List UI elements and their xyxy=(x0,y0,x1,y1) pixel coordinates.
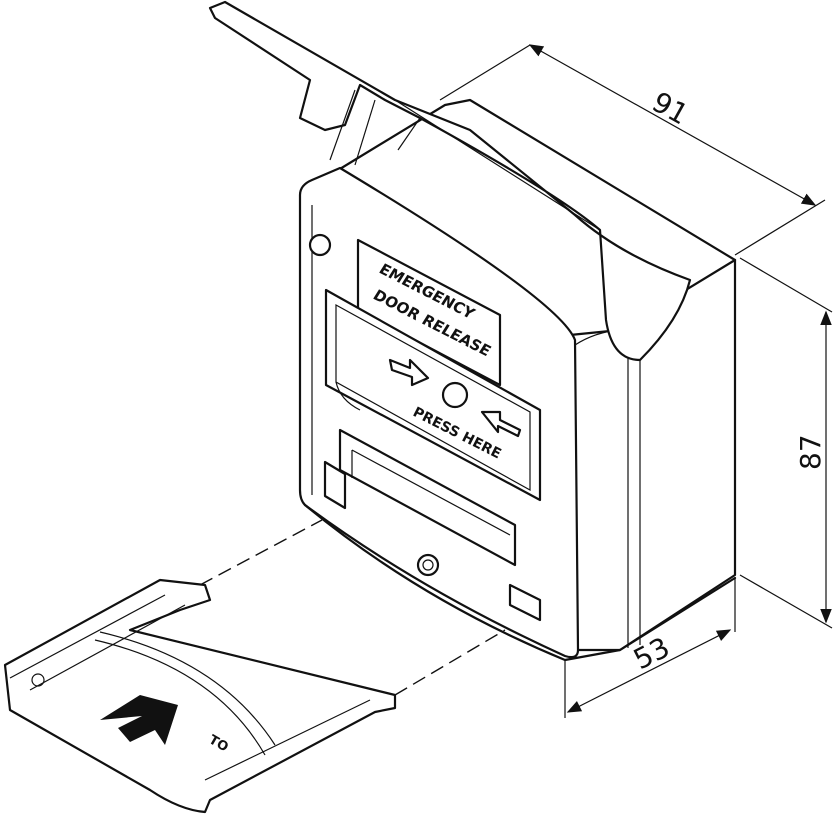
clip-slot-right xyxy=(508,583,542,622)
glass-window: PRESS HERE xyxy=(324,288,542,502)
dimension-height-label: 87 xyxy=(794,434,827,470)
dimension-width-label: 91 xyxy=(647,85,694,131)
key-slot xyxy=(338,428,517,567)
arrow-left-icon xyxy=(480,410,522,438)
screw-hole xyxy=(308,233,332,257)
press-button-icon xyxy=(441,381,469,409)
hinged-lid xyxy=(208,0,692,362)
alignment-line-bottom xyxy=(394,629,506,696)
reset-key: TO xyxy=(3,578,397,814)
clip-slot-left xyxy=(323,460,347,510)
alignment-line-top xyxy=(199,519,323,586)
keyhole-icon xyxy=(416,553,440,577)
dimension-height: 87 xyxy=(739,257,833,629)
arrow-up-icon xyxy=(100,695,178,745)
arrow-right-icon xyxy=(388,358,430,387)
